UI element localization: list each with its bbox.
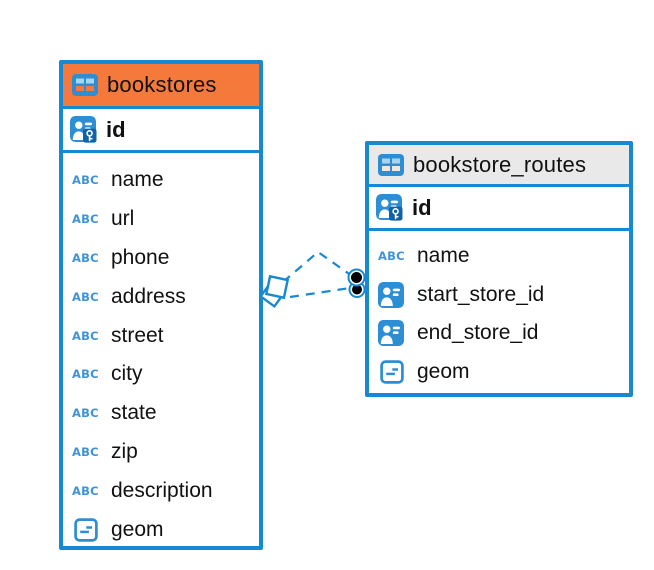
column-list: ABC name ABC url ABC phone ABC address A… [63, 153, 259, 549]
column-name: city [111, 362, 143, 386]
column-name: name [417, 244, 470, 268]
text-type-icon: ABC [72, 212, 99, 227]
table-name: bookstores [107, 72, 217, 97]
column-row-name[interactable]: ABC name [63, 161, 259, 200]
text-type-icon: ABC [72, 289, 99, 304]
relationship-line-2[interactable] [289, 286, 351, 299]
table-icon [378, 153, 404, 176]
column-row-end-store-id[interactable]: end_store_id [369, 314, 629, 353]
relationship-endpoint-dots[interactable] [347, 268, 366, 298]
column-list: ABC name start_store_id [369, 231, 629, 393]
text-type-icon: ABC [72, 328, 99, 343]
column-name: geom [417, 359, 470, 383]
table-name: bookstore_routes [413, 151, 587, 177]
column-row-id[interactable]: id [63, 109, 259, 153]
column-name: street [111, 323, 164, 347]
column-row-id[interactable]: id [369, 187, 629, 231]
table-bookstores[interactable]: bookstores id ABC name [59, 60, 263, 550]
column-row-address[interactable]: ABC address [63, 277, 259, 316]
primary-key-name: id [106, 116, 126, 142]
table-header-bookstore-routes[interactable]: bookstore_routes [369, 145, 629, 187]
column-row-state[interactable]: ABC state [63, 394, 259, 433]
relationship-endpoint-diamond[interactable] [258, 274, 290, 309]
column-name: end_store_id [417, 321, 539, 345]
primary-key-icon [376, 194, 403, 221]
column-name: state [111, 401, 157, 425]
text-type-icon: ABC [72, 250, 99, 265]
text-type-icon: ABC [72, 367, 99, 382]
table-header-bookstores[interactable]: bookstores [63, 64, 259, 109]
geometry-type-icon [380, 360, 404, 384]
table-bookstore-routes[interactable]: bookstore_routes id ABC name [365, 141, 633, 397]
column-name: geom [111, 517, 164, 541]
table-icon [72, 74, 98, 96]
column-name: description [111, 478, 213, 502]
text-type-icon: ABC [378, 249, 405, 264]
geometry-type-icon [74, 517, 98, 542]
column-row-geom[interactable]: geom [63, 510, 259, 549]
column-row-zip[interactable]: ABC zip [63, 433, 259, 472]
text-type-icon: ABC [72, 483, 99, 498]
column-row-name[interactable]: ABC name [369, 237, 629, 276]
primary-key-icon [70, 116, 97, 143]
column-row-geom[interactable]: geom [369, 353, 629, 392]
relationship-line-1[interactable] [282, 250, 353, 283]
reference-type-icon [378, 320, 404, 347]
column-name: name [111, 168, 164, 192]
primary-key-name: id [412, 194, 432, 220]
text-type-icon: ABC [72, 444, 99, 459]
column-name: zip [111, 439, 138, 463]
column-row-street[interactable]: ABC street [63, 316, 259, 355]
text-type-icon: ABC [72, 406, 99, 421]
column-row-city[interactable]: ABC city [63, 355, 259, 394]
column-name: address [111, 284, 186, 308]
column-row-phone[interactable]: ABC phone [63, 239, 259, 278]
text-type-icon: ABC [72, 173, 99, 188]
column-name: phone [111, 245, 170, 269]
column-row-description[interactable]: ABC description [63, 471, 259, 510]
column-row-url[interactable]: ABC url [63, 200, 259, 239]
column-name: url [111, 207, 135, 231]
column-row-start-store-id[interactable]: start_store_id [369, 276, 629, 315]
reference-type-icon [378, 281, 404, 308]
column-name: start_store_id [417, 282, 545, 306]
